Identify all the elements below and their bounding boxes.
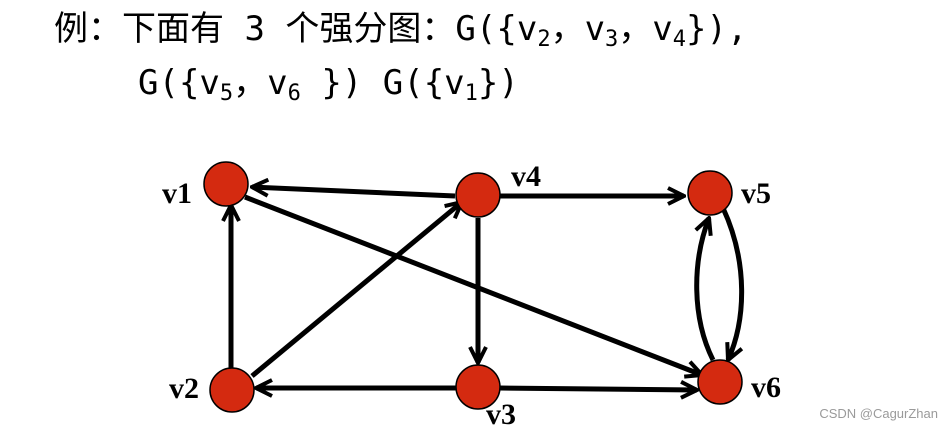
node-v6 — [697, 359, 743, 405]
title-line-1: 例：下面有 3 个强分图：G({v2，v3，v4}), — [54, 9, 748, 51]
node-v1 — [203, 161, 249, 207]
component-1-sub-v4: 4 — [672, 27, 687, 52]
component-1-sub-v3: 3 — [605, 27, 619, 52]
separator: ， — [618, 9, 653, 49]
edge-v6-v5 — [694, 218, 716, 362]
component-3-sub-v1: 1 — [464, 81, 478, 106]
node-label-v1: v1 — [162, 177, 192, 210]
title-line-2: G({v5，v6 }) G({v1}) — [138, 63, 519, 105]
component-2-prefix: G({v — [138, 63, 220, 103]
v-letter: v — [267, 63, 288, 103]
node-label-v5: v5 — [741, 177, 771, 210]
node-v5 — [687, 170, 733, 216]
component-1-suffix: }), — [686, 9, 748, 49]
separator: ， — [233, 63, 268, 103]
edge-v1-v6 — [244, 194, 702, 375]
v-letter: v — [652, 9, 673, 49]
node-v2 — [209, 367, 255, 413]
node-label-v6: v6 — [751, 371, 781, 404]
watermark: CSDN @CagurZhan — [819, 406, 938, 421]
edge-v3-v6 — [499, 388, 697, 390]
component-3-suffix: }) — [477, 63, 519, 103]
node-label-v3: v3 — [486, 398, 516, 431]
separator: ， — [550, 9, 585, 49]
node-label-v2: v2 — [169, 372, 199, 405]
edge-v4-v1 — [252, 187, 456, 199]
component-1-sub-v2: 2 — [537, 27, 551, 52]
edge-v5-v6 — [720, 206, 745, 360]
component-2-suffix: }) — [300, 63, 363, 103]
node-v3 — [455, 364, 501, 410]
intro-text: 例：下面有 3 个强分图： — [54, 9, 456, 49]
component-3-prefix: G({v — [362, 63, 465, 103]
component-1-prefix: G({v — [455, 9, 538, 49]
edge-v2-v4 — [250, 202, 462, 378]
node-label-v4: v4 — [511, 160, 541, 193]
component-2-sub-v6: 6 — [287, 81, 301, 106]
v-letter: v — [584, 9, 606, 49]
component-2-sub-v5: 5 — [219, 81, 234, 106]
node-v4 — [455, 172, 501, 218]
